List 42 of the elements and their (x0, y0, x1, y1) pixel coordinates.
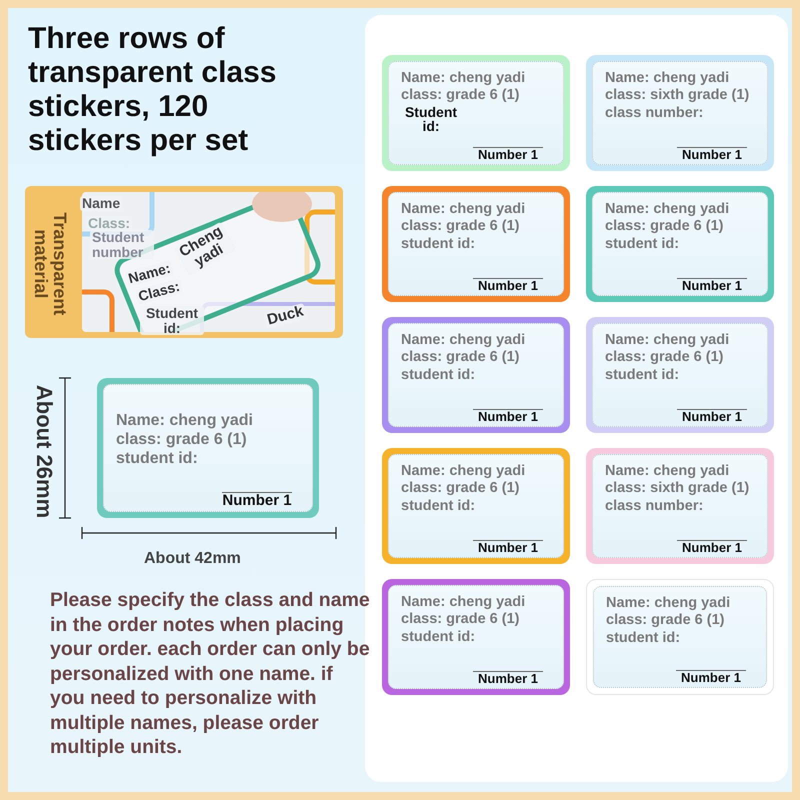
sticker-text: Name: cheng yadi class: grade 6 (1) student id: (606, 595, 732, 648)
material-label: Transparent material (31, 211, 69, 318)
sticker-text: Name: cheng yadi class: grade 6 (1) (401, 70, 526, 105)
sticker (382, 579, 570, 695)
sticker (382, 317, 570, 433)
dimension-label: About 42mm (144, 551, 241, 568)
number-text: Number 1 (677, 540, 747, 555)
sticker (586, 579, 774, 695)
number-text: Number 1 (473, 671, 543, 686)
sticker (586, 186, 774, 302)
number-text: Number 1 (677, 147, 747, 162)
order-note: Please specify the class and name in the order notes when placing your order. each order can only be personalized with one name. if you need to personalize with multiple names, please order multiple units. (50, 588, 371, 760)
number-text: Number 1 (473, 278, 543, 293)
number-text: Number 1 (677, 278, 747, 293)
sticker-text: Name: cheng yadi class: sixth grade (1) class number: (605, 463, 750, 516)
sticker-text: Name: cheng yadi class: grade 6 (1) student id: (401, 201, 526, 254)
sticker-text: Name: cheng yadi class: grade 6 (1) student id: (605, 332, 730, 384)
number-text: Number 1 (473, 409, 543, 424)
sticker-text: Name: cheng yadi class: grade 6 (1) student id: (116, 411, 254, 469)
sticker (586, 55, 774, 171)
number-text: Number 1 (676, 670, 746, 685)
sticker-text: Name: cheng yadi class: sixth grade (1) class number: (605, 70, 750, 122)
sticker (382, 55, 570, 171)
sticker (97, 378, 319, 518)
sticker-text: Name: cheng yadi class: grade 6 (1) student id: (401, 594, 526, 646)
sticker-text: Name: cheng yadi class: grade 6 (1) student id: (605, 201, 730, 254)
number-text: Number 1 (473, 540, 543, 555)
dimension-label: About 26mm (33, 384, 56, 518)
number-text: Number 1 (222, 492, 292, 509)
sticker-text: Name: cheng yadi class: grade 6 (1) student id: (401, 463, 526, 516)
sticker (586, 448, 774, 564)
photo-label: Name (80, 196, 122, 211)
photo-label: Student number (90, 230, 154, 260)
title: Three rows of transparent class stickers, 120 stickers per set (28, 22, 278, 158)
number-text: Number 1 (473, 147, 543, 162)
photo-label: Student id: (140, 306, 204, 336)
sticker (382, 186, 570, 302)
field-label: Student id: (404, 104, 458, 134)
sticker (382, 448, 570, 564)
number-text: Number 1 (677, 409, 747, 424)
sticker (586, 317, 774, 433)
sticker-text: Name: cheng yadi class: grade 6 (1) student id: (401, 332, 526, 384)
